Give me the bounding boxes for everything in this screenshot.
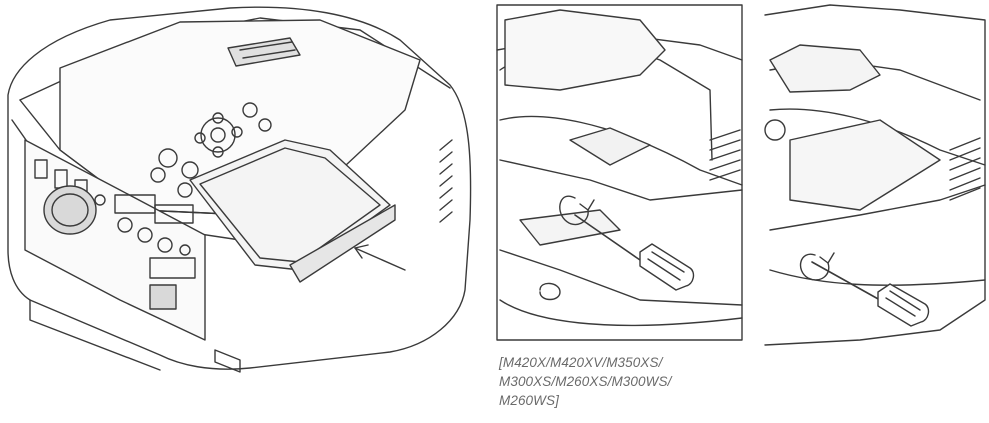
caption-line-3: M260WS] bbox=[499, 393, 559, 408]
model-caption: [M420X/M420XV/M350XS/ M300XS/M260XS/M300… bbox=[499, 353, 759, 410]
caption-line-1: [M420X/M420XV/M350XS/ bbox=[499, 355, 663, 370]
caption-line-2: M300XS/M260XS/M300WS/ bbox=[499, 374, 672, 389]
closeup-screwdriver-right bbox=[764, 4, 986, 346]
closeup-frame-screwdriver-left bbox=[496, 4, 743, 341]
